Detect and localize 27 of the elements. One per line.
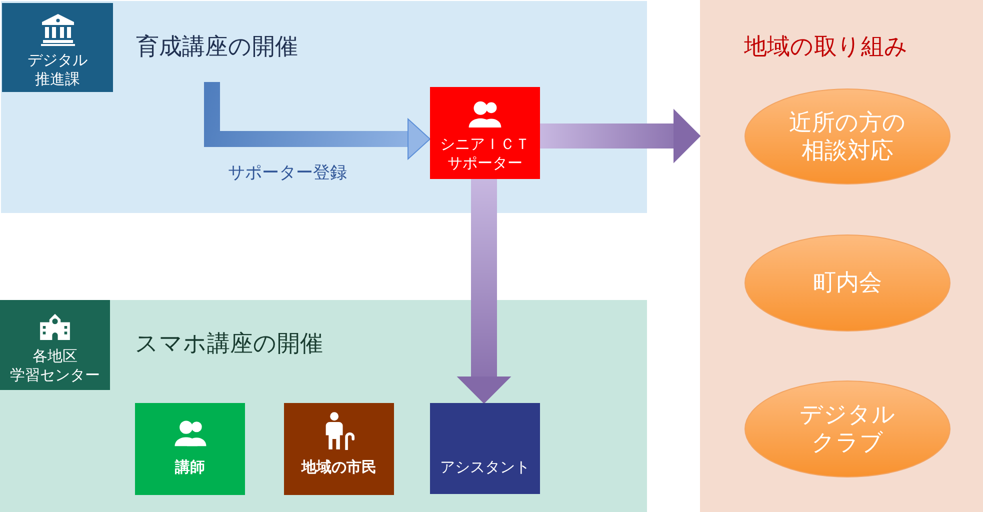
section-panel (700, 0, 983, 512)
section-panel (0, 300, 647, 512)
section-heading: 育成講座の開催 (136, 33, 298, 61)
role-tile (284, 403, 394, 495)
tile-label: 地域の市民 (302, 458, 376, 477)
activity-oval (744, 88, 951, 185)
header-tile (2, 3, 113, 92)
block-arrow (458, 179, 510, 404)
role-tile (430, 403, 540, 494)
oval-label: 近所の方の相談対応 (789, 108, 906, 164)
block-arrow (204, 82, 430, 160)
activity-oval (744, 380, 951, 478)
oval-label: デジタルクラブ (800, 401, 896, 457)
tile-label: アシスタント (440, 458, 530, 477)
activity-oval (744, 234, 951, 332)
section-panel (1, 1, 647, 213)
header-tile (0, 300, 110, 390)
role-tile (430, 87, 540, 179)
section-heading: スマホ講座の開催 (135, 330, 323, 358)
tile-label: 各地区学習センター (10, 347, 100, 385)
section-heading: 地域の取り組み (744, 33, 908, 61)
role-tile (135, 403, 245, 495)
oval-label: 町内会 (813, 269, 882, 297)
tile-label: 講師 (175, 458, 205, 477)
block-arrow (540, 110, 700, 162)
tile-label: デジタル推進課 (28, 51, 88, 89)
tile-label: シニアＩＣＴサポーター (440, 135, 530, 173)
